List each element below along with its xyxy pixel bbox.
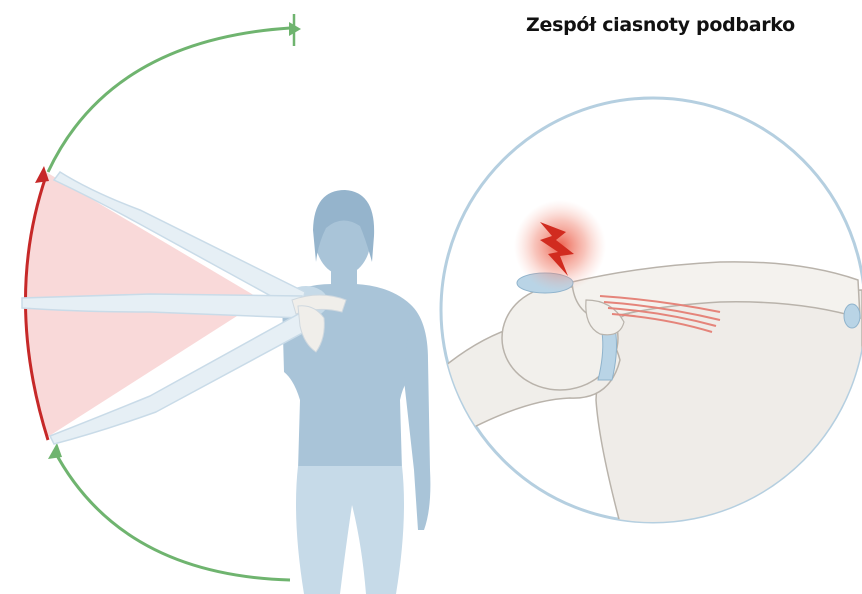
body-silhouette [282, 190, 430, 594]
scapula [596, 290, 862, 594]
arrow-up-icon [48, 443, 62, 459]
shoulder-closeup [440, 98, 862, 594]
painless-arc-upper [48, 28, 290, 172]
figure-title: Zespół ciasnoty podbarko [526, 14, 795, 36]
painless-arc-lower [54, 450, 290, 580]
